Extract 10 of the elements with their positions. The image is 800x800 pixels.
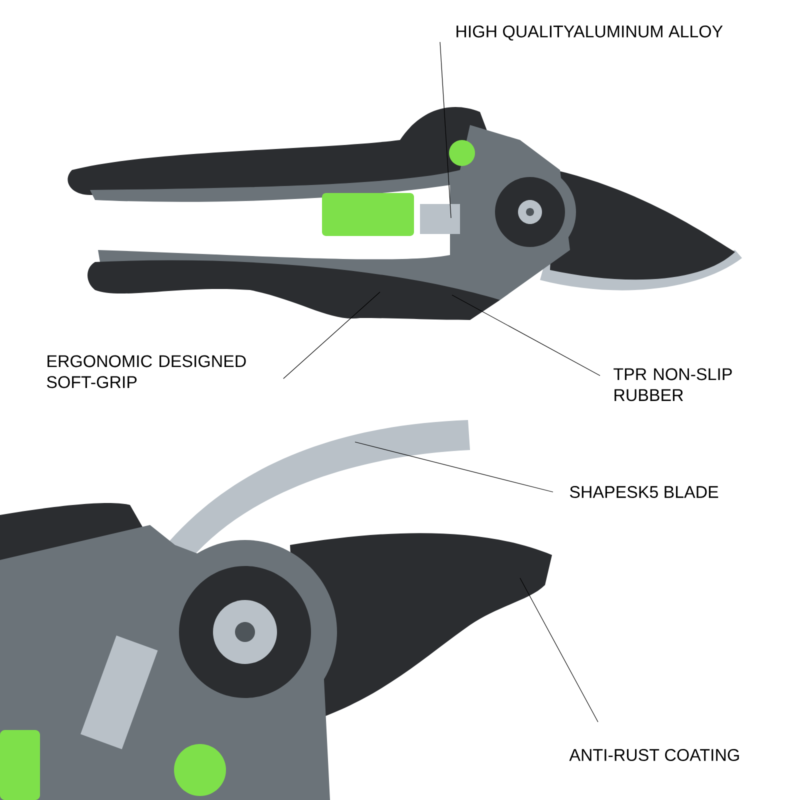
leader-line bbox=[283, 292, 380, 379]
callout-text: ANTI-RUST COATING bbox=[569, 749, 739, 761]
leader-line bbox=[520, 578, 598, 722]
callout-text: TPR NON-SLIP RUBBER bbox=[614, 368, 732, 402]
leader-line bbox=[440, 42, 452, 218]
leader-line bbox=[452, 294, 600, 376]
callout-text: ERGONOMIC DESIGNED SOFT-GRIP bbox=[46, 355, 246, 388]
leader-line bbox=[354, 442, 554, 492]
callout-text: SHAPESK5 BLADE bbox=[570, 486, 718, 498]
callout-text: HIGH QUALITYALUMINUM ALLOY bbox=[456, 25, 723, 41]
